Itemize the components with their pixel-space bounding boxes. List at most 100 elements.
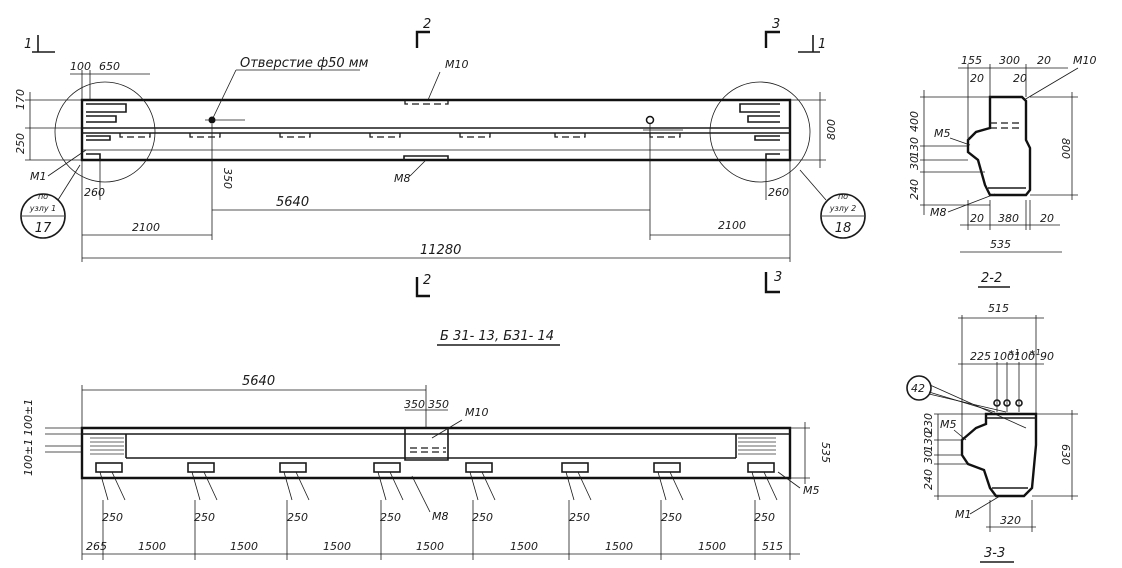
svg-text:350: 350 [428, 398, 449, 411]
plan-dimensions: 5640 350 350 100±1 100±1 535 250 250 250… [22, 374, 832, 560]
svg-text:2100: 2100 [718, 219, 746, 232]
top-dimensions: 100 650 170 250 800 350 260 260 5640 210… [14, 60, 838, 262]
svg-text:250: 250 [287, 511, 308, 524]
mark-m5-sec22: М5 [934, 127, 951, 140]
svg-text:350: 350 [221, 168, 234, 189]
view-title: Б 31- 13, Б31- 14 [440, 329, 554, 344]
node-ref-2-line1: по [838, 192, 848, 201]
mark-m10-top: М10 [445, 58, 469, 71]
svg-text:250: 250 [569, 511, 590, 524]
svg-text:100: 100 [1014, 350, 1035, 363]
svg-text:170: 170 [14, 89, 27, 110]
svg-text:20: 20 [1040, 212, 1054, 225]
svg-text:3: 3 [774, 270, 782, 285]
mark-m10-sec22: М10 [1073, 54, 1097, 67]
svg-text:1500: 1500 [416, 540, 444, 553]
svg-text:800: 800 [1059, 138, 1072, 159]
svg-text:100±1: 100±1 [22, 439, 35, 476]
svg-text:42: 42 [911, 382, 925, 395]
callout-42 [906, 375, 932, 401]
svg-text:1500: 1500 [230, 540, 258, 553]
svg-text:250: 250 [380, 511, 401, 524]
svg-text:250: 250 [14, 133, 27, 154]
svg-text:100: 100 [70, 60, 91, 73]
svg-text:1500: 1500 [605, 540, 633, 553]
cut-marker-1-left: 1 [24, 35, 55, 53]
svg-text:1500: 1500 [323, 540, 351, 553]
svg-text:11280: 11280 [420, 243, 461, 258]
svg-text:100±1: 100±1 [22, 399, 35, 436]
hole-note: Отверстие ф50 мм [240, 56, 369, 71]
beam-elevation [80, 98, 792, 162]
beam-plan [80, 426, 792, 501]
node-ref-1-line2: узлу 1 [29, 204, 56, 213]
svg-text:630: 630 [1059, 444, 1072, 465]
node-ref-2-num: 18 [835, 221, 852, 236]
svg-text:3: 3 [772, 17, 780, 32]
svg-text:5640: 5640 [276, 195, 309, 210]
node-ref-2-line2: узлу 2 [829, 204, 856, 213]
svg-text:1: 1 [24, 37, 32, 52]
cut-marker-1-right: 1 [798, 35, 826, 53]
mark-m5-sec33: М5 [940, 418, 957, 431]
svg-text:30: 30 [922, 450, 935, 464]
hole-marker-right [645, 115, 655, 125]
svg-text:30: 30 [908, 156, 921, 170]
svg-text:265: 265 [86, 540, 107, 553]
mark-m8-plan: М8 [432, 510, 449, 523]
svg-text:155: 155 [961, 54, 982, 67]
svg-text:240: 240 [922, 469, 935, 490]
svg-text:90: 90 [1040, 350, 1054, 363]
svg-text:20: 20 [1013, 72, 1027, 85]
node-ref-2: по узлу 2 18 [799, 169, 866, 239]
svg-text:2: 2 [423, 17, 431, 32]
mark-m5-plan: М5 [803, 484, 820, 497]
mark-m1-sec33: М1 [955, 508, 972, 521]
node-ref-1-num: 17 [35, 221, 52, 236]
mark-m8-sec22: М8 [930, 206, 947, 219]
node-circle-1 [54, 81, 156, 183]
section-2-2: 155 300 20 20 20 М10 400 130 30 240 800 … [908, 54, 1097, 288]
svg-text:±1: ±1 [1008, 348, 1020, 357]
node-ref-1-line1: по [38, 192, 48, 201]
svg-text:5640: 5640 [242, 374, 275, 389]
svg-text:535: 535 [819, 442, 832, 463]
svg-text:130: 130 [922, 431, 935, 452]
cut-marker-2-bottom: 2 [415, 273, 431, 298]
svg-text:130: 130 [908, 137, 921, 158]
node-ref-1: по узлу 1 17 [20, 164, 81, 239]
svg-text:250: 250 [472, 511, 493, 524]
svg-text:1: 1 [818, 37, 826, 52]
cut-marker-2-top: 2 [415, 17, 431, 48]
svg-text:400: 400 [908, 111, 921, 132]
svg-text:20: 20 [970, 72, 984, 85]
svg-text:250: 250 [194, 511, 215, 524]
svg-text:250: 250 [102, 511, 123, 524]
svg-text:380: 380 [998, 212, 1019, 225]
svg-text:±1: ±1 [1029, 348, 1041, 357]
svg-text:350: 350 [404, 398, 425, 411]
section-3-3: 515 225 100 ±1 100 ±1 90 42 230 130 30 2… [906, 302, 1078, 563]
svg-text:800: 800 [825, 119, 838, 140]
svg-text:260: 260 [84, 186, 105, 199]
mark-m8-top: М8 [394, 172, 411, 185]
svg-text:515: 515 [762, 540, 783, 553]
svg-text:515: 515 [988, 302, 1009, 315]
cut-marker-3-bottom: 3 [764, 270, 782, 294]
svg-text:1500: 1500 [510, 540, 538, 553]
mark-m1-top: М1 [30, 170, 47, 183]
svg-text:20: 20 [1037, 54, 1051, 67]
svg-text:250: 250 [754, 511, 775, 524]
node-circle-2 [709, 81, 811, 183]
svg-text:300: 300 [999, 54, 1020, 67]
svg-text:535: 535 [990, 238, 1011, 251]
cut-marker-3-top: 3 [764, 17, 780, 48]
svg-text:240: 240 [908, 179, 921, 200]
svg-text:1500: 1500 [138, 540, 166, 553]
svg-text:650: 650 [99, 60, 120, 73]
section-3-3-title: 3-3 [984, 546, 1005, 561]
svg-text:260: 260 [768, 186, 789, 199]
svg-text:2: 2 [423, 273, 431, 288]
svg-text:230: 230 [922, 413, 935, 434]
svg-text:1500: 1500 [698, 540, 726, 553]
